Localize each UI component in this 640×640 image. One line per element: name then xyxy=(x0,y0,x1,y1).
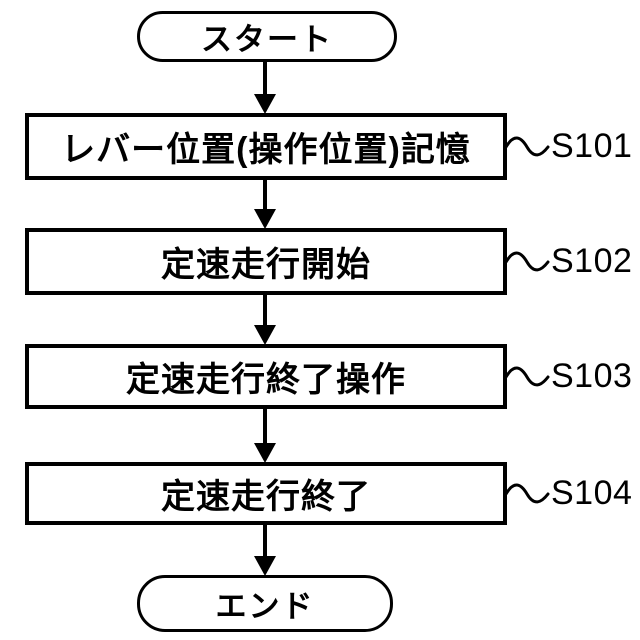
tilde-squiggle-icon xyxy=(504,483,550,504)
process-step-4: 定速走行終了 xyxy=(25,462,507,525)
arrow-down-icon xyxy=(254,179,276,229)
process-step-1: レバー位置(操作位置)記憶 xyxy=(25,113,507,180)
arrow-head xyxy=(254,94,276,114)
end-terminal: エンド xyxy=(137,575,393,632)
start-terminal-label: スタート xyxy=(201,22,333,57)
arrow-shaft xyxy=(263,408,267,447)
arrow-down-icon xyxy=(254,524,276,576)
step-reference-1-label: S101 xyxy=(551,127,633,165)
process-step-3-label: 定速走行終了操作 xyxy=(126,361,406,399)
tilde-squiggle-icon xyxy=(504,366,550,387)
arrow-shaft xyxy=(263,524,267,560)
tilde-squiggle-icon xyxy=(504,251,550,272)
step-reference-4-label: S104 xyxy=(551,474,633,512)
arrow-head xyxy=(254,443,276,463)
end-terminal-label: エンド xyxy=(215,589,315,624)
process-step-2: 定速走行開始 xyxy=(25,228,507,295)
process-step-1-label: レバー位置(操作位置)記憶 xyxy=(61,131,471,169)
arrow-shaft xyxy=(263,179,267,213)
tilde-squiggle-icon xyxy=(504,136,550,157)
step-reference-3: S103 xyxy=(504,358,632,394)
process-step-4-label: 定速走行終了 xyxy=(161,478,371,516)
arrow-head xyxy=(254,325,276,345)
step-reference-4: S104 xyxy=(504,475,632,511)
arrow-head xyxy=(254,209,276,229)
arrow-down-icon xyxy=(254,293,276,345)
process-step-2-label: 定速走行開始 xyxy=(161,246,371,284)
arrow-down-icon xyxy=(254,62,276,114)
step-reference-2: S102 xyxy=(504,243,632,279)
process-step-3: 定速走行終了操作 xyxy=(25,344,507,409)
step-reference-2-label: S102 xyxy=(551,242,633,280)
arrow-down-icon xyxy=(254,408,276,463)
step-reference-1: S101 xyxy=(504,128,632,164)
arrow-shaft xyxy=(263,293,267,329)
step-reference-3-label: S103 xyxy=(551,357,633,395)
arrow-shaft xyxy=(263,62,267,98)
arrow-head xyxy=(254,556,276,576)
start-terminal: スタート xyxy=(137,11,397,62)
